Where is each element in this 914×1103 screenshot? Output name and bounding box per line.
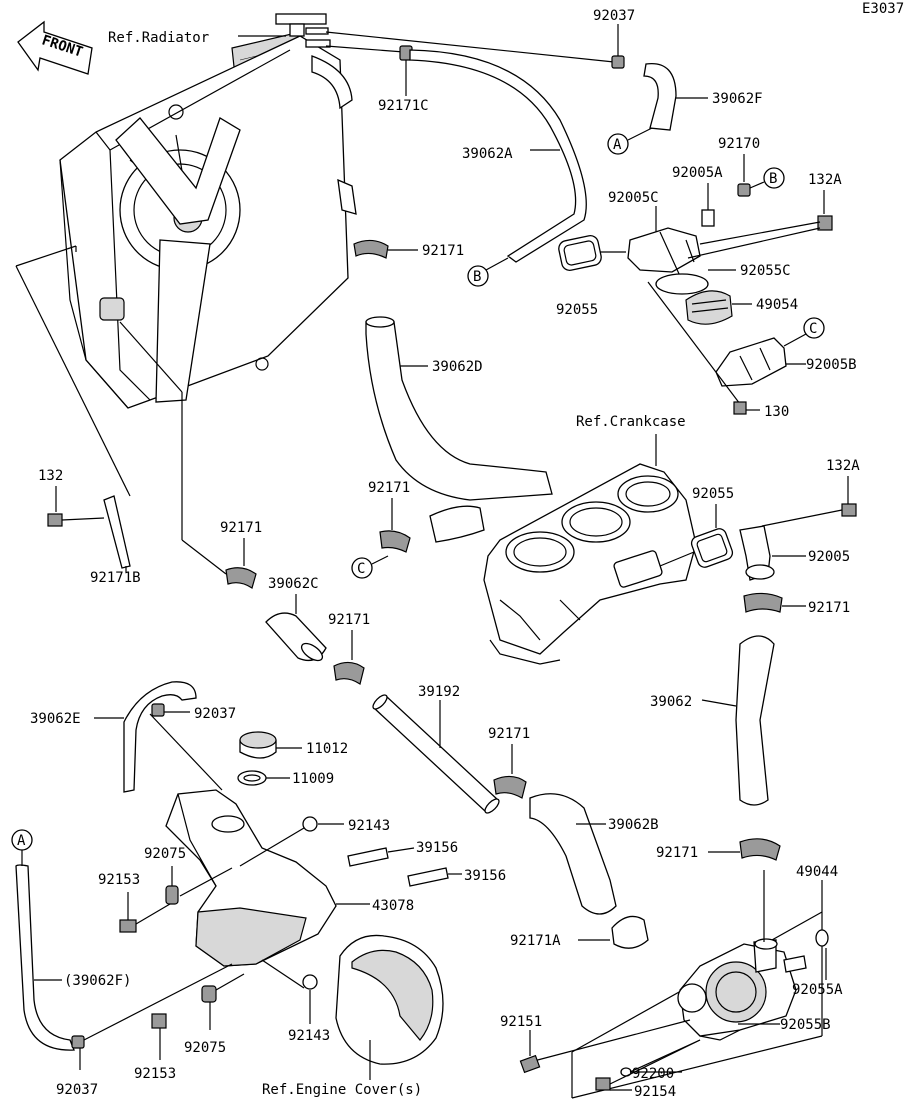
cylinder-block — [483, 463, 697, 665]
part-92171-radiator: 92171 — [422, 243, 464, 259]
ref-crankcase-label: Ref.Crankcase — [576, 414, 686, 430]
callout-B-left: B — [473, 269, 481, 285]
part-39062B: 39062B — [608, 817, 659, 833]
part-92171-pump: 92171 — [656, 845, 698, 861]
callout-B-right: B — [769, 171, 777, 187]
radiator-assembly — [59, 13, 357, 409]
part-92055B: 92055B — [780, 1017, 831, 1033]
part-39062C: 39062C — [268, 576, 319, 592]
diagram-code: E3037 — [862, 1, 904, 17]
part-92055C: 92055C — [740, 263, 791, 279]
part-92171B: 92171B — [90, 570, 141, 586]
ref-engine-cover-label: Ref.Engine Cover(s) — [262, 1082, 422, 1098]
callout-A-bottom: A — [17, 833, 26, 849]
part-92143-bottom: 92143 — [288, 1028, 330, 1044]
part-92171-fan: 92171 — [220, 520, 262, 536]
part-49044: 49044 — [796, 864, 838, 880]
part-130: 130 — [764, 404, 789, 420]
part-92171A: 92171A — [510, 933, 561, 949]
part-92075-bottom: 92075 — [184, 1040, 226, 1056]
callout-A-top: A — [613, 137, 622, 153]
part-92005C: 92005C — [608, 190, 659, 206]
part-92037-bottom: 92037 — [56, 1082, 98, 1098]
part-49054: 49054 — [756, 297, 798, 313]
part-39062: 39062 — [650, 694, 692, 710]
part-92170: 92170 — [718, 136, 760, 152]
part-39062A: 39062A — [462, 146, 513, 162]
part-39156-a: 39156 — [416, 840, 458, 856]
part-11012: 11012 — [306, 741, 348, 757]
callout-C-top: C — [809, 321, 817, 337]
part-132A-top: 132A — [808, 172, 842, 188]
ref-radiator-label: Ref.Radiator — [108, 30, 209, 46]
part-43078: 43078 — [372, 898, 414, 914]
water-pump — [677, 938, 807, 1041]
part-92075-left: 92075 — [144, 846, 186, 862]
part-39062F: 39062F — [712, 91, 763, 107]
part-92153-bottom: 92153 — [134, 1066, 176, 1082]
part-39062E: 39062E — [30, 711, 81, 727]
part-39156-b: 39156 — [464, 868, 506, 884]
part-92154: 92154 — [634, 1084, 676, 1100]
front-arrow-icon: FRONT — [17, 20, 93, 75]
part-92005B: 92005B — [806, 357, 857, 373]
part-92005: 92005 — [808, 549, 850, 565]
part-92055-crank: 92055 — [692, 486, 734, 502]
part-132: 132 — [38, 468, 63, 484]
part-92005A: 92005A — [672, 165, 723, 181]
part-92171C: 92171C — [378, 98, 429, 114]
part-92153-left: 92153 — [98, 872, 140, 888]
part-39062F-paren: (39062F) — [64, 973, 131, 989]
part-92055-left: 92055 — [556, 302, 598, 318]
part-92037-top: 92037 — [593, 8, 635, 24]
part-92151: 92151 — [500, 1014, 542, 1030]
part-92055A: 92055A — [792, 982, 843, 998]
part-92171-pipe: 92171 — [488, 726, 530, 742]
part-39062D: 39062D — [432, 359, 483, 375]
part-39192: 39192 — [418, 684, 460, 700]
part-132A-mid: 132A — [826, 458, 860, 474]
callout-C-mid: C — [357, 561, 365, 577]
part-92171-c1: 92171 — [328, 612, 370, 628]
part-92171-right: 92171 — [808, 600, 850, 616]
engine-cover — [335, 934, 444, 1065]
reservoir-tank — [165, 789, 337, 967]
part-92037-mid: 92037 — [194, 706, 236, 722]
part-11009: 11009 — [292, 771, 334, 787]
part-92200: 92200 — [632, 1066, 674, 1082]
part-92171-hose: 92171 — [368, 480, 410, 496]
part-92143-top: 92143 — [348, 818, 390, 834]
